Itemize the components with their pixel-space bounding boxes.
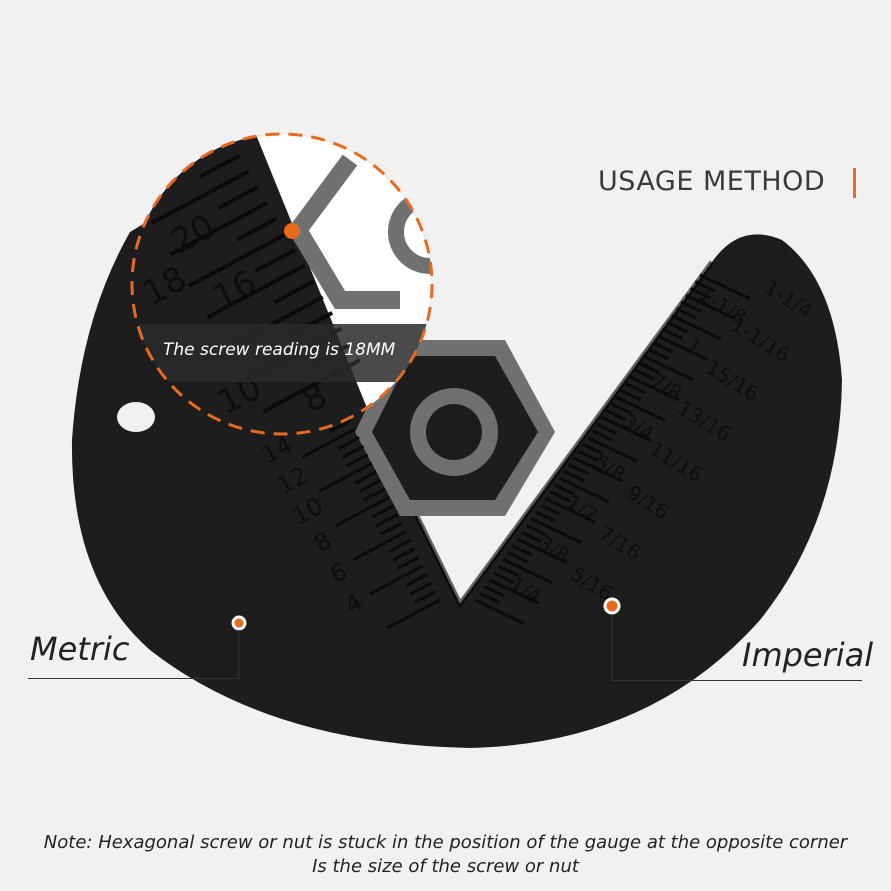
metric-tick (318, 461, 373, 493)
imperial-tick (549, 490, 571, 503)
metric-tick (335, 496, 390, 527)
metric-tick (362, 487, 386, 502)
imperial-tick (680, 300, 702, 313)
magnified-tick (254, 248, 296, 273)
metric-tick (354, 470, 377, 485)
magnified-tick (198, 153, 241, 179)
metric-tick (388, 538, 411, 553)
magnified-tick (235, 216, 278, 242)
imperial-tick (629, 375, 680, 402)
imperial-tick (661, 327, 683, 340)
magnified-tick (187, 232, 287, 288)
imperial-tick (535, 510, 557, 523)
metric-tick (405, 573, 428, 587)
imperial-tick (488, 578, 540, 605)
metric-label: Metric (30, 630, 130, 668)
note-line-1: Note: Hexagonal screw or nut is stuck in… (43, 832, 848, 853)
imperial-tick (582, 442, 604, 456)
imperial-tick (511, 544, 533, 557)
imperial-tick (558, 476, 610, 504)
imperial-tick (530, 517, 582, 544)
magnified-tick (169, 201, 269, 257)
imperial-tick (516, 537, 568, 565)
imperial-tick (694, 280, 716, 293)
reading-point (284, 223, 300, 239)
imperial-tick (624, 381, 646, 395)
metric-tick (369, 564, 424, 596)
imperial-tick (647, 348, 669, 361)
imperial-pointer-dot (603, 597, 621, 615)
metric-tick (375, 513, 399, 528)
imperial-tick (539, 503, 562, 517)
imperial-ruler (474, 273, 751, 626)
metric-tick (409, 581, 433, 596)
imperial-tick (605, 409, 627, 422)
hanging-hole (117, 402, 155, 432)
imperial-tick (657, 334, 708, 361)
metric-tick (386, 598, 441, 630)
imperial-tick (577, 449, 599, 462)
magnified-tick (206, 263, 306, 320)
hex-nut-icon (355, 340, 555, 516)
metric-tick (345, 453, 369, 468)
imperial-tick (600, 415, 652, 443)
imperial-tick (699, 273, 751, 301)
imperial-tick (643, 354, 694, 382)
metric-tick (413, 590, 437, 605)
imperial-tick (596, 422, 618, 435)
metric-tick (358, 478, 382, 493)
magnified-tick (150, 169, 250, 225)
metric-tick (301, 427, 356, 459)
imperial-tick (685, 293, 737, 321)
imperial-tick (671, 314, 723, 341)
metric-tick (341, 444, 365, 459)
imperial-tick (591, 429, 613, 442)
imperial-tick (689, 287, 712, 300)
imperial-tick (525, 524, 548, 537)
imperial-label: Imperial (742, 636, 874, 674)
magnified-tick (217, 185, 259, 211)
imperial-tick (474, 598, 526, 626)
metric-tick (379, 521, 403, 536)
metric-tick (337, 436, 360, 451)
imperial-tick (544, 497, 596, 524)
imperial-tick (521, 530, 543, 544)
imperial-tick (502, 558, 554, 585)
metric-underline (28, 678, 240, 679)
metric-tick (352, 530, 407, 562)
imperial-tick (554, 483, 576, 496)
imperial-tick (610, 402, 632, 415)
callout-text: The screw reading is 18MM (163, 340, 396, 360)
page-title: USAGE METHOD (598, 166, 826, 197)
imperial-tick (563, 470, 585, 483)
metric-tick (392, 547, 416, 562)
imperial-tick (572, 456, 624, 483)
imperial-tick (493, 571, 515, 584)
note-line-2: Is the size of the screw or nut (312, 856, 579, 877)
imperial-tick (483, 585, 505, 598)
imperial-tick (586, 436, 638, 463)
imperial-tick (638, 361, 660, 374)
metric-tick (371, 504, 394, 519)
imperial-tick (619, 388, 641, 401)
imperial-tick (497, 564, 519, 577)
magnified-tick (273, 279, 315, 305)
metric-pointer-dot (231, 615, 247, 631)
imperial-underline (612, 680, 862, 681)
metric-tick (328, 419, 352, 434)
imperial-tick (666, 321, 688, 334)
imperial-tick (675, 307, 698, 320)
imperial-tick (507, 551, 529, 564)
title-accent-bar (853, 168, 856, 198)
imperial-tick (633, 368, 655, 381)
imperial-tick (652, 341, 674, 354)
imperial-tick (568, 463, 590, 476)
imperial-tick (479, 591, 501, 605)
metric-tick (396, 555, 420, 570)
imperial-tick (614, 395, 666, 422)
